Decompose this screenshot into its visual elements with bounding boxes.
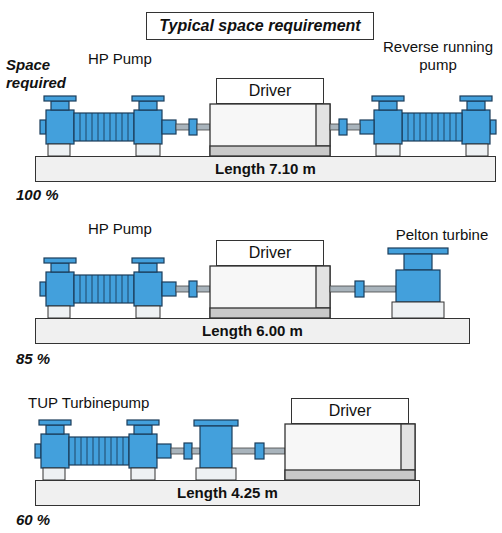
base-plate: Length 4.25 m: [35, 480, 420, 506]
hp-pump: [40, 96, 197, 156]
reverse-running-pump: [339, 96, 496, 156]
part-label: Reverse running pump: [378, 38, 498, 75]
tup-turbine-part: [200, 426, 232, 468]
driver-box: Driver: [291, 398, 409, 424]
node-text: Driver: [249, 243, 292, 262]
shaft: [197, 124, 210, 130]
driver-body-part: [210, 146, 330, 156]
pelton-turbine: [388, 248, 448, 318]
driver-box: Driver: [216, 78, 324, 104]
tup-turbine: [194, 420, 238, 480]
node-text: Length 7.10 m: [215, 160, 316, 178]
driver-body: [210, 266, 330, 318]
driver-body-part: [316, 104, 330, 146]
pelton-turbine-part: [392, 302, 444, 318]
pelton-turbine-part: [404, 254, 432, 270]
base-plate: Length 7.10 m: [35, 156, 496, 182]
driver-body-part: [285, 424, 415, 480]
percentage-label: 85 %: [16, 350, 86, 368]
percentage-label: 100 %: [16, 186, 86, 204]
part-label: Pelton turbine: [386, 226, 498, 244]
driver-box: Driver: [216, 240, 324, 266]
part-label: HP Pump: [78, 50, 162, 68]
hp-pump: [40, 258, 197, 318]
pelton-turbine-part: [396, 270, 440, 302]
node-text: Driver: [249, 81, 292, 100]
coupling: [255, 443, 264, 459]
tup-turbine-part: [196, 468, 236, 480]
driver-body-part: [285, 470, 415, 480]
node-text: Driver: [329, 401, 372, 420]
pelton-turbine-part: [388, 248, 448, 254]
shaft: [197, 286, 210, 292]
driver-body: [210, 104, 330, 156]
shaft: [192, 448, 200, 454]
driver-body-part: [210, 104, 330, 156]
driver-body-part: [210, 266, 330, 318]
title-box: Typical space requirement: [146, 12, 373, 40]
axis-heading: Space required: [6, 56, 80, 93]
row-one-machines: [40, 96, 496, 156]
base-plate: Length 6.00 m: [35, 318, 470, 344]
row-three-machines: [35, 420, 415, 480]
part-label: TUP Turbinepump: [28, 394, 168, 412]
coupling: [355, 281, 364, 297]
driver-body: [285, 424, 415, 480]
title-text: Typical space requirement: [159, 17, 360, 34]
node-text: Length 6.00 m: [202, 322, 303, 340]
driver-body-part: [210, 308, 330, 318]
driver-body-part: [316, 266, 330, 308]
part-label: HP Pump: [78, 220, 162, 238]
tup-pump: [35, 420, 192, 480]
driver-body-part: [401, 424, 415, 470]
node-text: Length 4.25 m: [177, 484, 278, 502]
percentage-label: 60 %: [16, 511, 86, 529]
tup-turbine-part: [194, 420, 238, 426]
